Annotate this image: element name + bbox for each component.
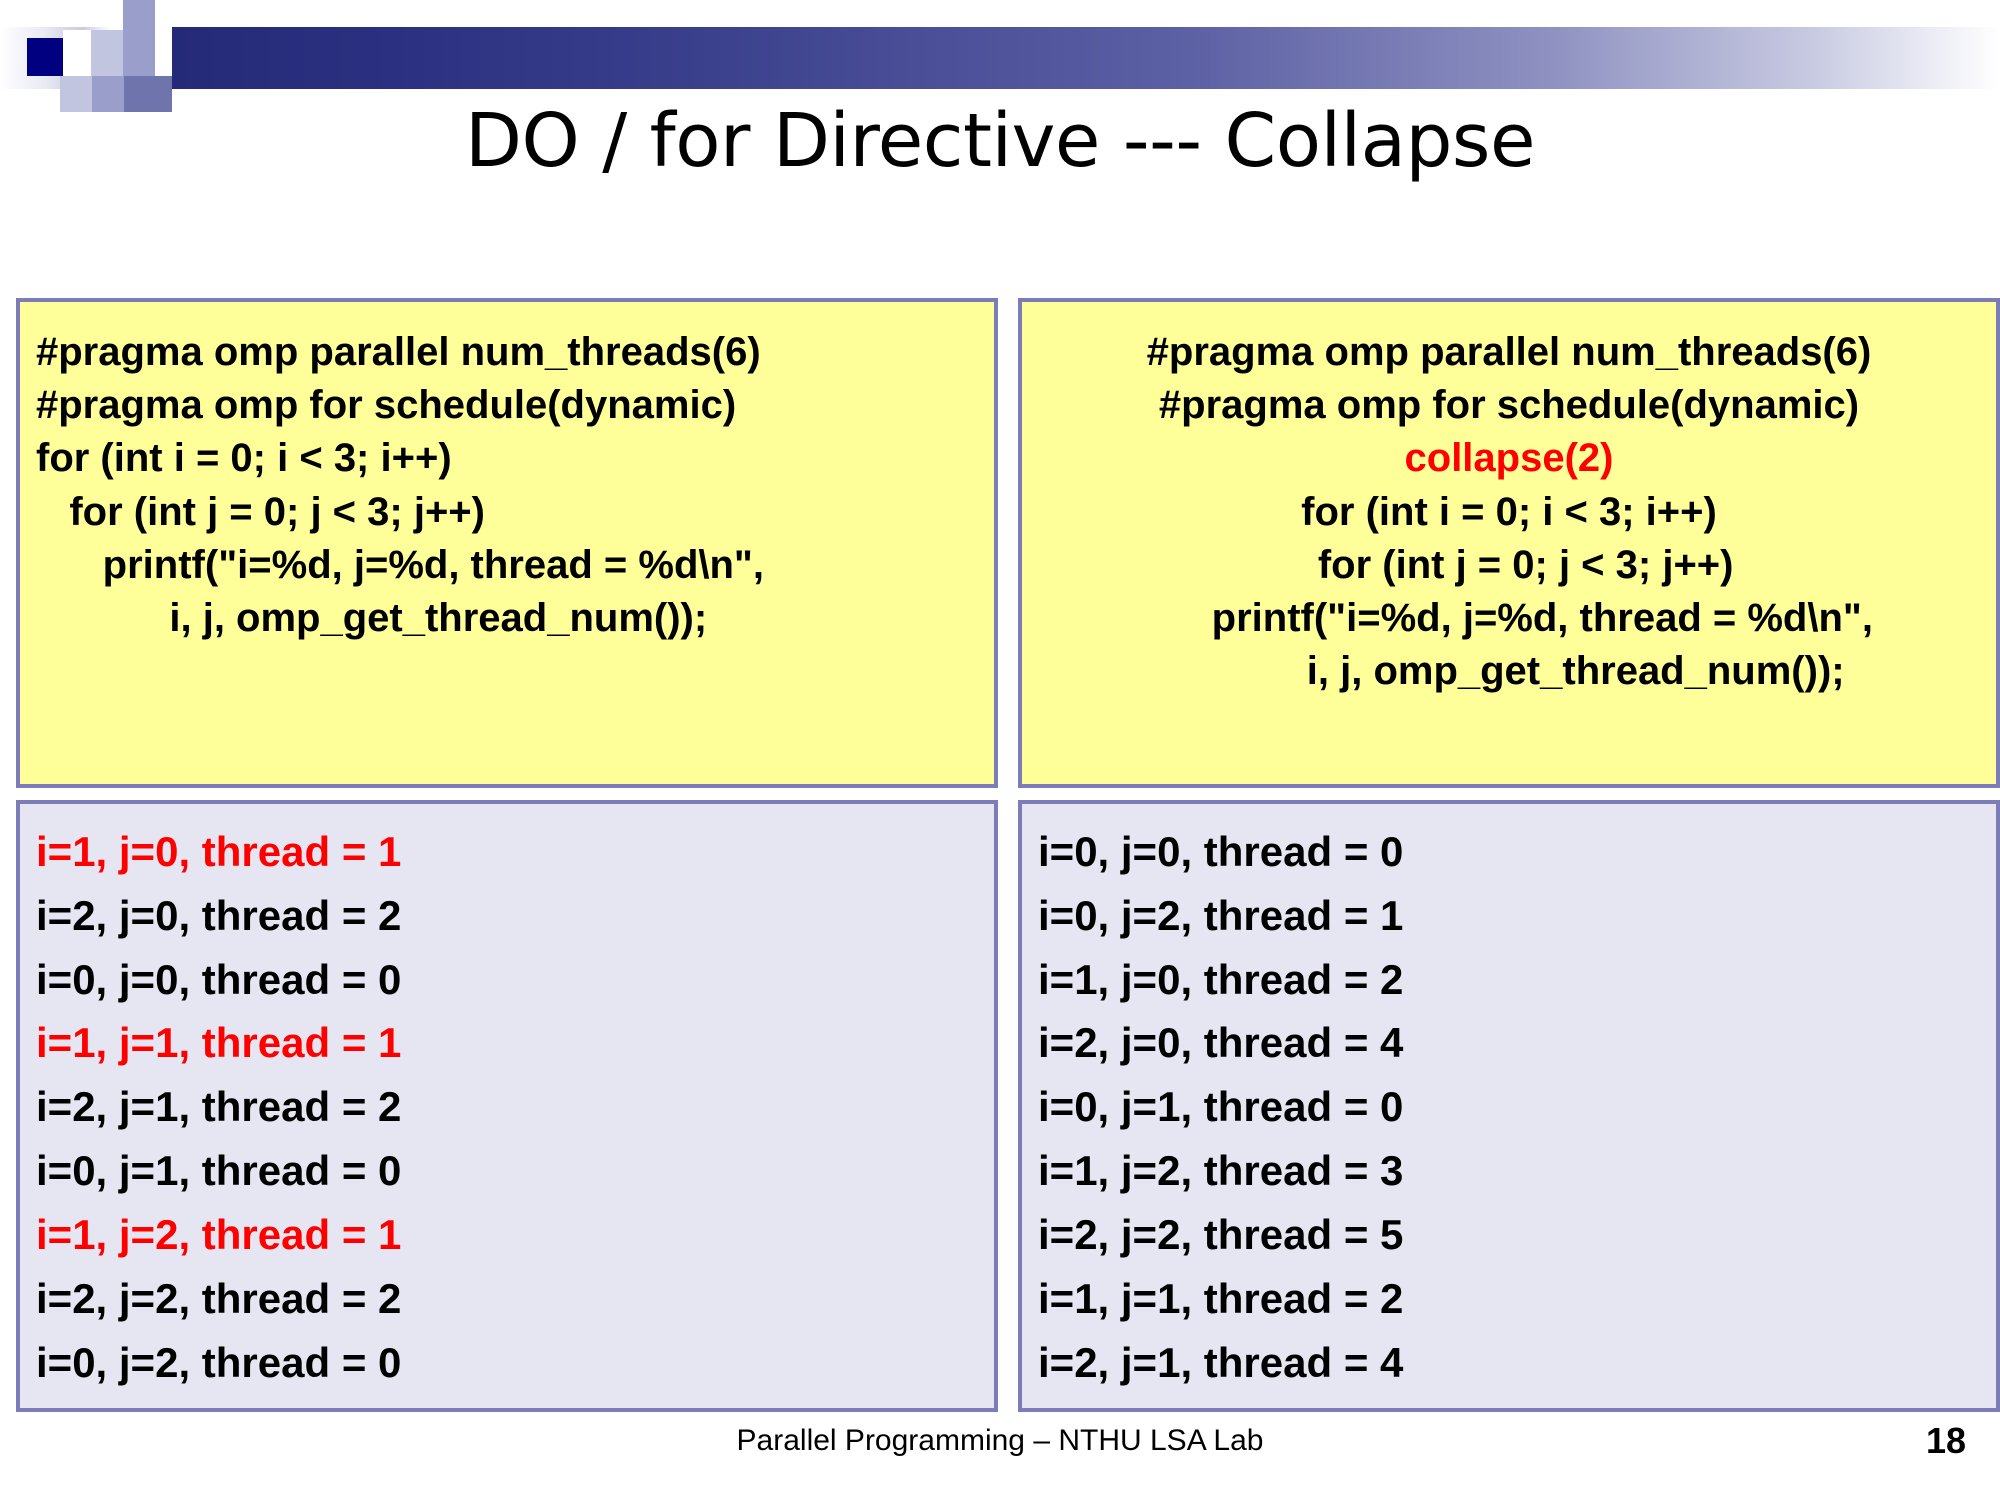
output-line: i=2, j=0, thread = 2 xyxy=(36,891,402,939)
header-square-lilac-5 xyxy=(124,76,172,112)
output-line: i=1, j=1, thread = 1 xyxy=(36,1019,402,1067)
right-output-lines: i=0, j=0, thread = 0 i=0, j=2, thread = … xyxy=(1022,804,1996,1394)
output-line: i=2, j=2, thread = 2 xyxy=(36,1274,402,1322)
output-line: i=0, j=2, thread = 0 xyxy=(36,1338,402,1386)
code-line: #pragma omp parallel num_threads(6) xyxy=(1146,330,1872,374)
code-line: for (int j = 0; j < 3; j++) xyxy=(1284,542,1734,587)
header-square-navy xyxy=(27,38,63,76)
right-code-panel: #pragma omp parallel num_threads(6) #pra… xyxy=(1018,298,2000,788)
output-line: i=2, j=1, thread = 2 xyxy=(36,1083,402,1131)
slide-title: DO / for Directive --- Collapse xyxy=(464,98,1536,184)
page-number: 18 xyxy=(1925,1420,1966,1461)
code-line: printf("i=%d, j=%d, thread = %d\n", xyxy=(1144,595,1873,640)
header-square-white-1 xyxy=(63,30,91,76)
output-line: i=1, j=2, thread = 3 xyxy=(1038,1147,1404,1195)
left-code-panel: #pragma omp parallel num_threads(6) #pra… xyxy=(16,298,998,788)
code-line: #pragma omp for schedule(dynamic) xyxy=(36,383,737,428)
right-code-lines: #pragma omp parallel num_threads(6) #pra… xyxy=(1022,302,1996,698)
code-line: for (int j = 0; j < 3; j++) xyxy=(36,489,485,534)
output-line: i=2, j=0, thread = 4 xyxy=(1038,1019,1404,1067)
output-line: i=0, j=1, thread = 0 xyxy=(1038,1083,1404,1131)
header-gradient-bar xyxy=(172,27,2000,89)
right-output-panel: i=0, j=0, thread = 0 i=0, j=2, thread = … xyxy=(1018,800,2000,1412)
left-output-panel: i=1, j=0, thread = 1 i=2, j=0, thread = … xyxy=(16,800,998,1412)
code-line: #pragma omp for schedule(dynamic) xyxy=(1158,383,1860,428)
left-output-lines: i=1, j=0, thread = 1 i=2, j=0, thread = … xyxy=(20,804,994,1394)
code-line: for (int i = 0; i < 3; i++) xyxy=(1301,489,1717,534)
left-code-lines: #pragma omp parallel num_threads(6) #pra… xyxy=(20,302,994,645)
code-line: for (int i = 0; i < 3; i++) xyxy=(36,436,452,481)
output-line: i=2, j=1, thread = 4 xyxy=(1038,1338,1404,1386)
slide-header-decoration xyxy=(0,0,2000,115)
output-line: i=0, j=1, thread = 0 xyxy=(36,1147,402,1195)
output-line: i=1, j=0, thread = 2 xyxy=(1038,955,1404,1003)
output-line: i=0, j=0, thread = 0 xyxy=(1038,828,1404,875)
output-line: i=1, j=2, thread = 1 xyxy=(36,1210,402,1258)
header-square-lilac-4 xyxy=(92,76,124,112)
code-line-collapse-clause: collapse(2) xyxy=(1404,436,1614,481)
code-line: #pragma omp parallel num_threads(6) xyxy=(36,330,761,374)
output-line: i=1, j=1, thread = 2 xyxy=(1038,1274,1404,1322)
slide-footer: Parallel Programming – NTHU LSA Lab xyxy=(736,1424,1264,1457)
header-square-lilac-3 xyxy=(60,76,92,112)
header-square-lilac-2 xyxy=(123,0,155,76)
code-line: i, j, omp_get_thread_num()); xyxy=(1173,649,1845,694)
code-line: i, j, omp_get_thread_num()); xyxy=(36,595,708,640)
output-line: i=0, j=2, thread = 1 xyxy=(1038,891,1404,939)
output-line: i=2, j=2, thread = 5 xyxy=(1038,1210,1404,1258)
output-line: i=1, j=0, thread = 1 xyxy=(36,828,402,875)
code-line: printf("i=%d, j=%d, thread = %d\n", xyxy=(36,542,765,587)
header-square-lilac-1 xyxy=(91,30,123,76)
output-line: i=0, j=0, thread = 0 xyxy=(36,955,402,1003)
